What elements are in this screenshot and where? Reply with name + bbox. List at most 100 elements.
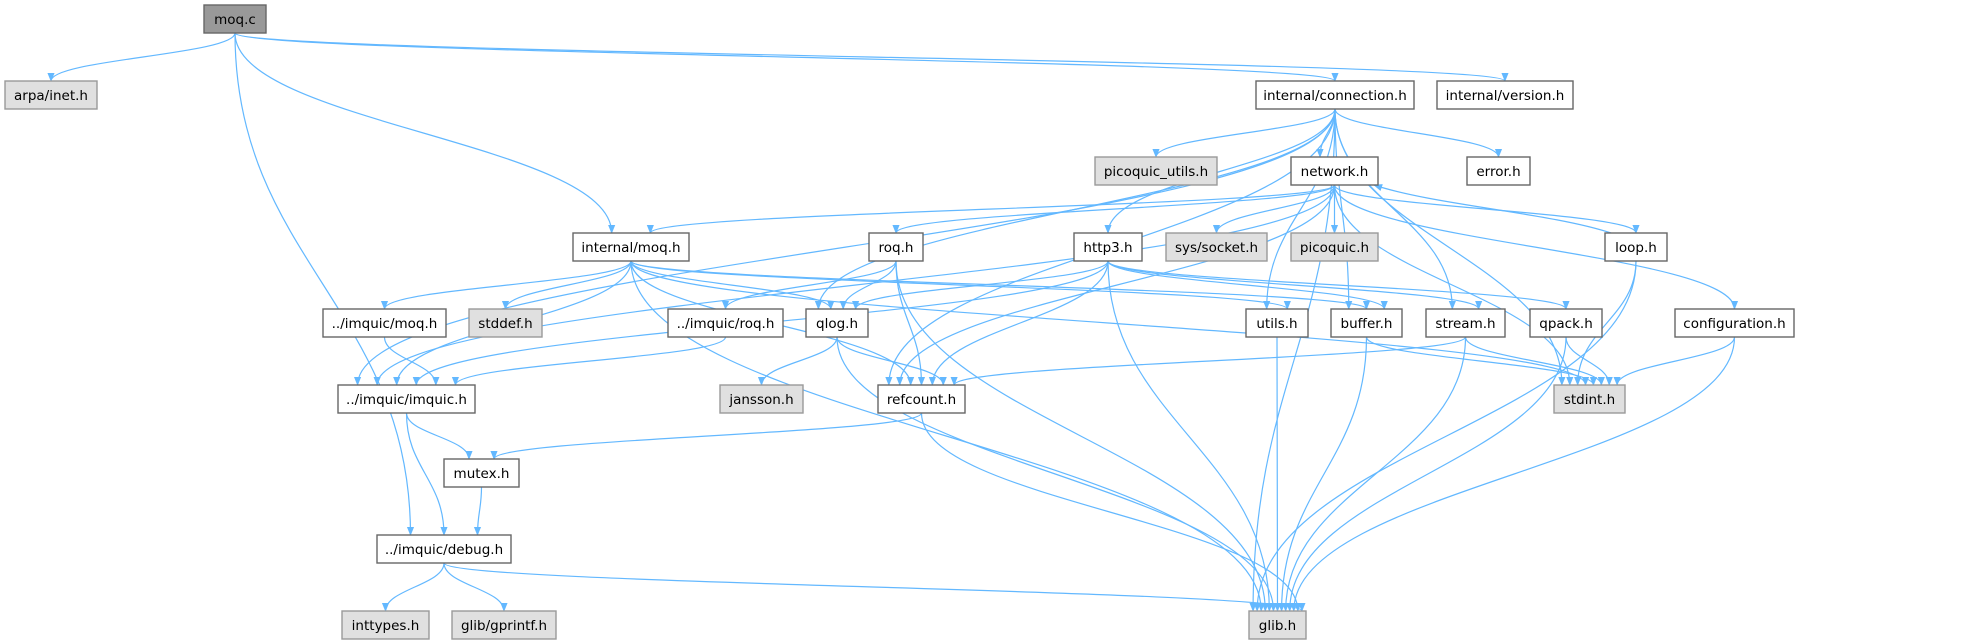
edge-configuration-to-glib: [1290, 336, 1736, 612]
edge-debug-to-glib: [443, 562, 1306, 612]
node-qlog[interactable]: qlog.h: [805, 308, 869, 338]
edge-internal_moq-to-imquic_moq: [380, 260, 632, 310]
edge-internal_moq-to-stdint: [630, 260, 1590, 386]
edge-refcount-to-mutex: [490, 412, 923, 460]
node-label: sys/socket.h: [1175, 240, 1258, 256]
edge-refcount-to-glib: [920, 412, 1302, 612]
edge-network-to-stdint: [1333, 184, 1574, 386]
node-connection[interactable]: internal/connection.h: [1255, 80, 1415, 110]
edge-http3-to-stream: [1107, 260, 1483, 310]
node-label: qpack.h: [1539, 316, 1593, 332]
node-error[interactable]: error.h: [1466, 156, 1531, 186]
edge-http3-to-buffer: [1107, 260, 1388, 310]
node-buffer[interactable]: buffer.h: [1330, 308, 1403, 338]
edge-imquic_roq-to-imquic: [451, 336, 727, 386]
edge-network-to-socket: [1212, 184, 1336, 234]
edge-qpack-to-glib: [1286, 336, 1567, 612]
node-box: [1466, 156, 1531, 186]
node-box: [4, 80, 98, 110]
node-label: http3.h: [1083, 240, 1132, 256]
node-qpack[interactable]: qpack.h: [1529, 308, 1603, 338]
node-label: mutex.h: [454, 466, 510, 482]
edge-moq_c-to-internal_moq: [234, 32, 616, 234]
node-label: ../imquic/moq.h: [332, 316, 438, 332]
node-label: internal/version.h: [1446, 88, 1565, 104]
node-box: [1245, 308, 1309, 338]
edge-moq_c-to-connection: [234, 32, 1339, 82]
node-label: internal/moq.h: [581, 240, 680, 256]
node-mutex[interactable]: mutex.h: [443, 458, 520, 488]
node-label: stdint.h: [1564, 392, 1615, 408]
node-box: [1553, 384, 1626, 414]
node-label: inttypes.h: [352, 618, 420, 634]
node-moq-c[interactable]: moq.c: [203, 4, 267, 34]
node-box: [337, 384, 476, 414]
node-box: [451, 610, 557, 640]
edges-layer: [47, 32, 1739, 612]
node-box: [1674, 308, 1795, 338]
node-roq[interactable]: roq.h: [868, 232, 924, 262]
node-box: [805, 308, 869, 338]
edge-qlog-to-jansson: [757, 336, 838, 386]
edge-stream-to-refcount: [950, 336, 1467, 386]
node-imquic[interactable]: ../imquic/imquic.h: [337, 384, 476, 414]
node-http3[interactable]: http3.h: [1073, 232, 1143, 262]
node-imquic-roq[interactable]: ../imquic/roq.h: [667, 308, 784, 338]
edge-mutex-to-debug: [473, 486, 483, 536]
node-configuration[interactable]: configuration.h: [1674, 308, 1795, 338]
edge-connection-to-buffer: [1334, 108, 1353, 310]
edge-buffer-to-stdint: [1365, 336, 1597, 386]
edge-loop-to-stdint: [1574, 260, 1637, 386]
node-refcount[interactable]: refcount.h: [877, 384, 966, 414]
node-stream[interactable]: stream.h: [1425, 308, 1506, 338]
node-label: arpa/inet.h: [14, 88, 88, 104]
node-internal-moq[interactable]: internal/moq.h: [572, 232, 690, 262]
node-label: stddef.h: [478, 316, 532, 332]
edge-internal_moq-to-qlog: [630, 260, 835, 310]
node-box: [877, 384, 966, 414]
node-label: qlog.h: [816, 316, 858, 332]
node-utils[interactable]: utils.h: [1245, 308, 1309, 338]
edge-qlog-to-glib: [836, 336, 1278, 612]
edge-http3-to-glib: [1107, 260, 1273, 612]
node-box: [203, 4, 267, 34]
node-box: [376, 534, 512, 564]
edge-roq-to-imquic_roq: [721, 260, 897, 310]
node-box: [719, 384, 804, 414]
node-box: [868, 232, 924, 262]
node-stdint: stdint.h: [1553, 384, 1626, 414]
node-box: [1330, 308, 1403, 338]
edge-connection-to-picoquic_utils: [1152, 108, 1336, 158]
node-debug[interactable]: ../imquic/debug.h: [376, 534, 512, 564]
node-label: jansson.h: [728, 392, 793, 408]
edge-loop-to-network: [1373, 184, 1612, 234]
node-glib: glib.h: [1248, 610, 1307, 640]
node-box: [341, 610, 430, 640]
node-stddef: stddef.h: [468, 308, 543, 338]
node-label: glib/gprintf.h: [461, 618, 547, 634]
edge-imquic_moq-to-imquic: [383, 336, 440, 386]
edge-stream-to-glib: [1282, 336, 1467, 612]
edge-configuration-to-stdint: [1613, 336, 1736, 386]
edge-debug-to-gprintf: [443, 562, 508, 612]
node-label: refcount.h: [887, 392, 956, 408]
node-network[interactable]: network.h: [1290, 156, 1379, 186]
node-box: [322, 308, 447, 338]
node-label: stream.h: [1435, 316, 1495, 332]
node-picoquic-utils: picoquic_utils.h: [1094, 156, 1218, 186]
node-socket: sys/socket.h: [1165, 232, 1268, 262]
node-label: buffer.h: [1341, 316, 1393, 332]
node-label: picoquic_utils.h: [1104, 164, 1208, 180]
edge-moq_c-to-debug: [234, 32, 415, 536]
edge-connection-to-error: [1334, 108, 1503, 158]
node-box: [667, 308, 784, 338]
node-version[interactable]: internal/version.h: [1436, 80, 1574, 110]
node-gprintf: glib/gprintf.h: [451, 610, 557, 640]
node-box: [468, 308, 543, 338]
node-label: network.h: [1301, 164, 1369, 180]
node-loop[interactable]: loop.h: [1604, 232, 1668, 262]
node-label: configuration.h: [1683, 316, 1785, 332]
edge-connection-to-stdint: [1334, 108, 1566, 386]
node-imquic-moq[interactable]: ../imquic/moq.h: [322, 308, 447, 338]
